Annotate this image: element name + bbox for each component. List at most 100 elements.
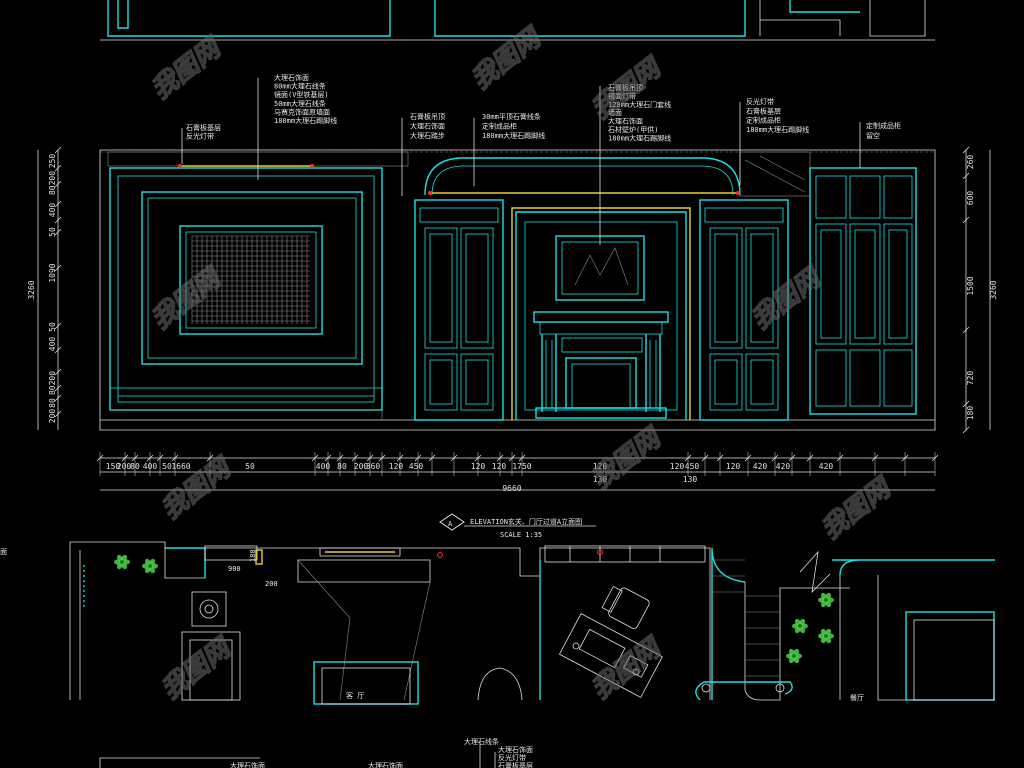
watermark-text: 我图网 [816, 471, 899, 545]
callout-center-1: 镜面灯带 [608, 91, 636, 100]
bottom-dim-6: 50 [245, 462, 255, 471]
callout-center-2: 120mm大理石门套线 [608, 100, 671, 109]
callout-right_b-1: 留空 [866, 131, 880, 140]
marble-feature-wall [109, 167, 383, 420]
callout-right_b-0: 定制成品柜 [866, 121, 901, 130]
watermark-text: 我图网 [146, 261, 229, 335]
bottom-dim-0: 150 [106, 462, 121, 471]
elevation-scale: SCALE 1:35 [500, 531, 542, 539]
callout-left_top-0: 大理石饰面 [274, 73, 309, 82]
bottom-dim-15: 1750 [512, 462, 531, 471]
plant-icon [792, 618, 808, 634]
callout-mid_a-1: 大理石饰面 [410, 122, 445, 131]
left-dim-4: 1090 [48, 263, 57, 282]
bottom-callout-0: 大理石线条 [464, 737, 499, 746]
callout-mid_a-0: 石膏板吊顶 [410, 112, 445, 121]
callout-center-0: 石膏板吊顶 [608, 83, 643, 92]
callout-left_top-3: 50mm大理石线条 [274, 99, 326, 108]
callout-center-5: 石材壁炉(甲供) [608, 125, 658, 134]
left-dim-5: 50 [48, 322, 57, 332]
plant-icon [786, 648, 802, 664]
bottom-partial-drawing: 大理石线条大理石饰面反光灯带石膏板基层大理石饰面大理石饰面 [99, 737, 533, 768]
mosaic-panel [191, 235, 310, 324]
callout-left_side-1: 反光灯带 [186, 132, 214, 141]
watermark-text: 我图网 [586, 51, 669, 125]
callout-center-3: 墙面 [608, 108, 622, 117]
left-dim-9: 200 [48, 409, 57, 424]
plant-icon [114, 554, 130, 570]
left-edge-text: 面 [0, 548, 7, 556]
callout-mid_a-2: 大理石踏步 [410, 131, 445, 140]
callout-right_a-1: 石膏板基层 [746, 106, 781, 115]
watermark-text: 我图网 [146, 31, 229, 105]
callout-right_a-3: 180mm大理石踢脚线 [746, 125, 809, 134]
bottom-dim-20: 420 [753, 462, 768, 471]
plant-icon [818, 628, 834, 644]
dimension-texts: 2508020040050109050400802008020032602606… [27, 154, 998, 493]
callout-left_top-1: 80mm大理石线条 [274, 82, 326, 91]
left-dim-3: 50 [48, 227, 57, 237]
plan-dim-c: 180 [249, 549, 257, 562]
bottom-callout-5: 大理石饰面 [368, 761, 403, 768]
bottom-dim-14: 120 [492, 462, 507, 471]
left-dim-7: 80200 [48, 371, 57, 395]
bottom-callout-3: 石膏板基层 [498, 761, 533, 768]
callout-left_top-4: 马赛克饰面原墙面 [274, 107, 330, 116]
desk [558, 613, 663, 698]
sub-dim-left: 130 [593, 475, 608, 484]
staircase [695, 547, 995, 701]
callout-left_top-5: 180mm大理石踢脚线 [274, 116, 337, 125]
right-dim-3: 720 [966, 371, 975, 386]
dimension-lines [37, 146, 991, 491]
right-tall-cabinet [809, 167, 917, 415]
leader-lines [181, 78, 861, 245]
callout-center-6: 180mm大理石踢脚线 [608, 133, 671, 142]
elevation-title: ELEVATION玄关、门厅过道A立面图 [470, 517, 582, 526]
bottom-dim-22: 420 [819, 462, 834, 471]
floor-plan: 面 900 200 180 客 厅 [0, 541, 995, 705]
left-dim-8: 80 [48, 398, 57, 408]
center-cabinet-fireplace [414, 157, 789, 421]
bottom-dim-8: 80 [337, 462, 347, 471]
bottom-dim-9: 200 [354, 462, 369, 471]
callout-mid_b-1: 定制成品柜 [482, 122, 517, 131]
title-tag: A [448, 520, 453, 528]
callout-left_top-2: 镜面(V型铁基层) [274, 90, 329, 99]
right-dim-0: 260 [966, 155, 975, 170]
total-width-dim: 9660 [502, 484, 521, 493]
plant-icons [114, 554, 834, 664]
plan-right-label: 餐厅 [850, 693, 864, 702]
left-dim-6: 400 [48, 337, 57, 352]
right-total-dim: 3260 [989, 280, 998, 299]
bottom-dim-16: 120 [593, 462, 608, 471]
plant-icon [142, 558, 158, 574]
bottom-dim-13: 120 [471, 462, 486, 471]
left-dim-0: 250 [48, 154, 57, 169]
bottom-dim-18: 450 [685, 462, 700, 471]
right-dim-1: 600 [966, 191, 975, 206]
bottom-dim-19: 120 [726, 462, 741, 471]
left-dim-2: 400 [48, 203, 57, 218]
bottom-dim-10: 360 [366, 462, 381, 471]
plan-dim-a: 900 [228, 565, 241, 573]
right-dim-2: 1500 [966, 276, 975, 295]
callout-right_a-0: 反光灯带 [746, 97, 774, 106]
left-dim-1: 80200 [48, 171, 57, 195]
callout-mid_b-2: 180mm大理石踢脚线 [482, 131, 545, 140]
left-total-dim: 3260 [27, 280, 36, 299]
top-partial-drawing [100, 0, 935, 41]
watermark-text: 我图网 [466, 21, 549, 95]
plan-dim-b: 200 [265, 580, 278, 588]
room-label: 客 厅 [346, 691, 364, 700]
bottom-dim-3: 400 [143, 462, 158, 471]
plant-icon [818, 592, 834, 608]
callout-mid_b-0: 30mm平顶石膏线条 [482, 112, 541, 121]
callout-left_side-0: 石膏板基层 [186, 123, 221, 132]
bottom-dim-12: 450 [409, 462, 424, 471]
bottom-dim-7: 400 [316, 462, 331, 471]
bottom-callout-2: 反光灯带 [498, 753, 526, 762]
watermark-text: 我图网 [586, 421, 669, 495]
bottom-dim-1: 200 [117, 462, 132, 471]
material-callouts: 大理石饰面80mm大理石线条镜面(V型铁基层)50mm大理石线条马赛克饰面原墙面… [186, 73, 901, 142]
